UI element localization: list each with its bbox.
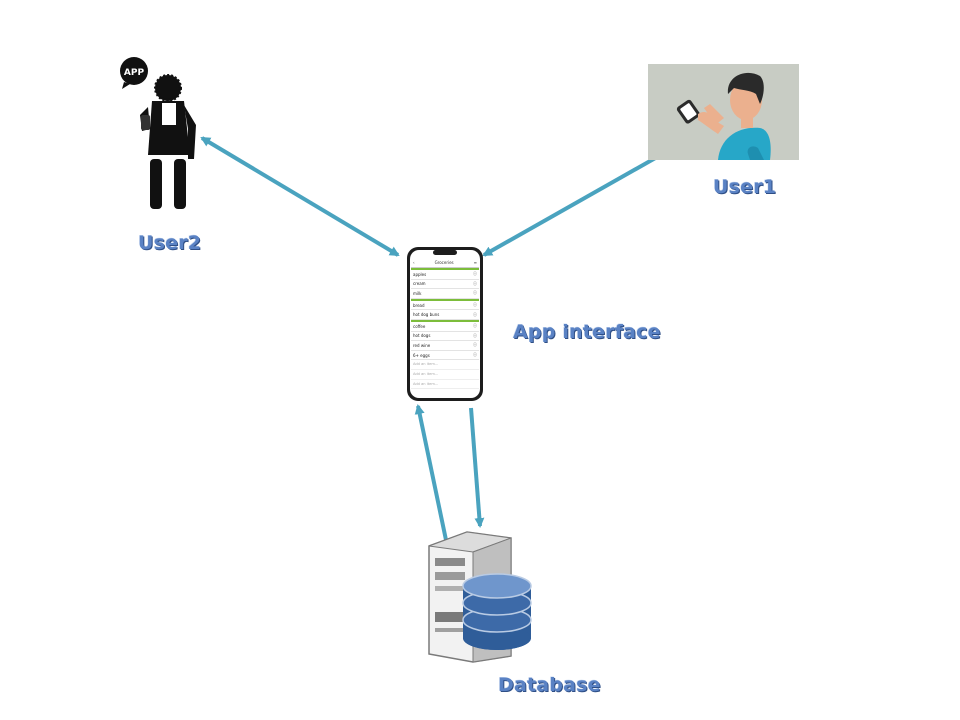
list-item[interactable]: cream ⓘ bbox=[411, 280, 479, 290]
list-item-label: 6+ eggs bbox=[413, 352, 430, 358]
list-item[interactable]: apples ⓘ bbox=[411, 268, 479, 280]
info-icon[interactable]: ⓘ bbox=[473, 342, 477, 348]
info-icon[interactable]: ⓘ bbox=[473, 302, 477, 308]
info-icon[interactable]: ⓘ bbox=[473, 352, 477, 358]
database-server-icon bbox=[428, 531, 532, 663]
info-icon[interactable]: ⓘ bbox=[473, 332, 477, 338]
list-item[interactable]: bread ⓘ bbox=[411, 298, 479, 311]
app-label: App interface bbox=[513, 321, 661, 343]
database-label: Database bbox=[498, 674, 601, 696]
user2-label: User2 bbox=[138, 232, 202, 254]
edit-icon[interactable]: ≡ bbox=[473, 260, 477, 265]
smartphone-icon bbox=[407, 247, 483, 401]
list-item[interactable]: hot dog buns ⓘ bbox=[411, 310, 479, 320]
user1-node bbox=[648, 64, 799, 160]
list-item-label: cream bbox=[413, 281, 426, 287]
list-item-label: milk bbox=[413, 290, 422, 296]
list-item-label: coffee bbox=[413, 323, 426, 329]
info-icon[interactable]: ⓘ bbox=[473, 323, 477, 329]
info-icon[interactable]: ⓘ bbox=[473, 271, 477, 277]
app-bubble-text: APP bbox=[124, 68, 145, 78]
list-item-label: bread bbox=[413, 302, 425, 308]
user2-node: APP bbox=[118, 55, 202, 215]
arrow-user1-app bbox=[482, 150, 667, 257]
list-title: Groceries bbox=[434, 260, 454, 265]
list-item-label: hot dog buns bbox=[413, 312, 440, 318]
add-item-row[interactable]: Add an item... bbox=[411, 380, 479, 390]
list-item[interactable]: 6+ eggs ⓘ bbox=[411, 351, 479, 361]
arrow-db-to-app bbox=[414, 404, 448, 541]
info-icon[interactable]: ⓘ bbox=[473, 311, 477, 317]
list-item-label: hot dogs bbox=[413, 333, 431, 339]
phone-header: ‹ Groceries ≡ bbox=[411, 258, 479, 268]
database-node bbox=[427, 528, 533, 664]
person-using-phone-icon bbox=[676, 72, 771, 160]
list-item[interactable]: milk ⓘ bbox=[411, 289, 479, 299]
arrow-app-to-db bbox=[469, 407, 485, 528]
arrow-user2-app bbox=[200, 136, 400, 257]
user1-label: User1 bbox=[713, 176, 777, 198]
info-icon[interactable]: ⓘ bbox=[473, 280, 477, 286]
info-icon[interactable]: ⓘ bbox=[473, 290, 477, 296]
list-item-label: apples bbox=[413, 271, 427, 277]
list-item[interactable]: red wine ⓘ bbox=[411, 341, 479, 351]
list-item-label: red wine bbox=[413, 342, 431, 348]
list-item[interactable]: hot dogs ⓘ bbox=[411, 332, 479, 342]
back-chevron-icon[interactable]: ‹ bbox=[413, 260, 415, 265]
add-item-row[interactable]: Add an item... bbox=[411, 370, 479, 380]
list-item[interactable]: coffee ⓘ bbox=[411, 319, 479, 332]
person-holding-phone-icon: APP bbox=[120, 57, 196, 209]
add-item-row[interactable]: Add an item... bbox=[411, 360, 479, 370]
